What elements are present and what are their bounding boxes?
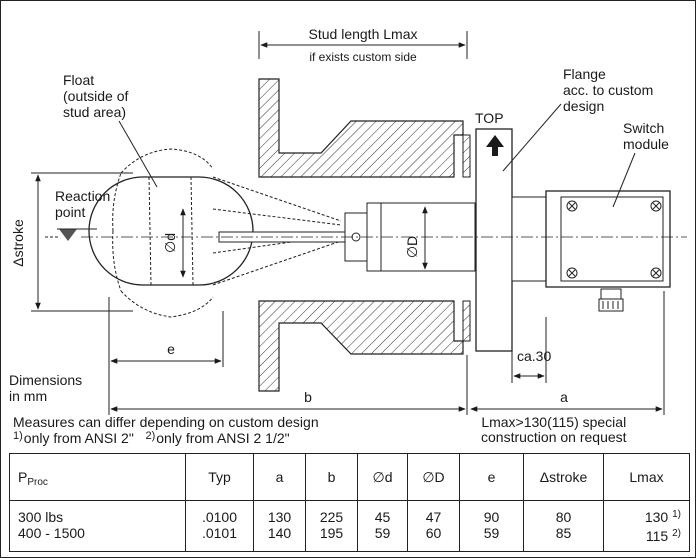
svg-text:(outside of: (outside of <box>63 88 128 104</box>
svg-text:Switch: Switch <box>623 120 664 136</box>
oD-label: ∅D <box>404 236 420 258</box>
footnote-1-text: only from ANSI 2" <box>23 430 134 446</box>
upper-stud-section <box>258 78 464 178</box>
col-e: e <box>459 453 524 501</box>
stud-length-label: Stud length Lmax <box>309 26 418 42</box>
a-dimension: a <box>470 291 665 415</box>
col-a: a <box>253 453 306 501</box>
svg-text:module: module <box>623 136 669 152</box>
footnote-2-mark: 2) <box>145 430 156 442</box>
measures-note: Measures can differ depending on custom … <box>13 414 319 430</box>
custom-side-label: if exists custom side <box>309 50 417 64</box>
spec-table: PProc Typ a b ∅d ∅D e Δstroke Lmax 300 l… <box>9 453 690 552</box>
units-note: Dimensions in mm <box>9 372 82 404</box>
footnote-1-mark: 1) <box>13 430 23 442</box>
e-dimension: e <box>108 297 224 367</box>
col-lmax: Lmax <box>603 453 690 501</box>
b-dimension: b <box>108 355 468 415</box>
cell-typ: .0100.0101 <box>185 500 254 552</box>
switch-label: Switch module <box>612 120 669 208</box>
lower-stud-section <box>258 300 464 392</box>
table-header-row: PProc Typ a b ∅d ∅D e Δstroke Lmax <box>9 453 690 501</box>
svg-text:acc. to custom: acc. to custom <box>563 82 653 98</box>
flange <box>462 128 513 352</box>
e-label: e <box>167 341 175 357</box>
technical-drawing: Stud length Lmax if exists custom side F… <box>9 26 687 415</box>
svg-text:Flange: Flange <box>563 66 606 82</box>
svg-text:Reaction: Reaction <box>55 188 110 204</box>
ca30-label: ca.30 <box>517 348 551 364</box>
svg-text:stud area): stud area) <box>63 104 126 120</box>
svg-text:point: point <box>55 204 85 220</box>
switch-module <box>511 190 671 312</box>
stroke-dimension: Δstroke <box>10 172 133 312</box>
flange-label: Flange acc. to custom design TOP <box>475 66 653 172</box>
stroke-label: Δstroke <box>10 219 26 267</box>
float-label: Float (outside of stud area) <box>63 72 158 188</box>
footnote-2-text: only from ANSI 2 1/2" <box>156 430 290 446</box>
float: ∅d <box>88 148 254 318</box>
svg-text:in mm: in mm <box>9 388 47 404</box>
svg-text:Dimensions: Dimensions <box>9 372 82 388</box>
stud-length-dimension: Stud length Lmax if exists custom side <box>258 26 468 64</box>
col-b: b <box>305 453 358 501</box>
col-d: ∅d <box>357 453 408 501</box>
ca30-dimension: ca.30 <box>511 317 551 383</box>
reaction-point: Reaction point <box>45 188 110 241</box>
cell-lmax: 130 1) 115 2) <box>603 500 690 552</box>
col-stroke: Δstroke <box>523 453 604 501</box>
col-typ: Typ <box>185 453 254 501</box>
od-label: ∅d <box>162 233 178 253</box>
col-D: ∅D <box>407 453 460 501</box>
svg-text:Float: Float <box>63 72 94 88</box>
top-label: TOP <box>475 110 504 126</box>
col-pproc: PProc <box>9 453 186 501</box>
b-label: b <box>304 389 312 405</box>
svg-text:design: design <box>563 98 604 114</box>
a-label: a <box>560 389 568 405</box>
footnotes: 1)only from ANSI 2" 2)only from ANSI 2 1… <box>13 430 290 448</box>
